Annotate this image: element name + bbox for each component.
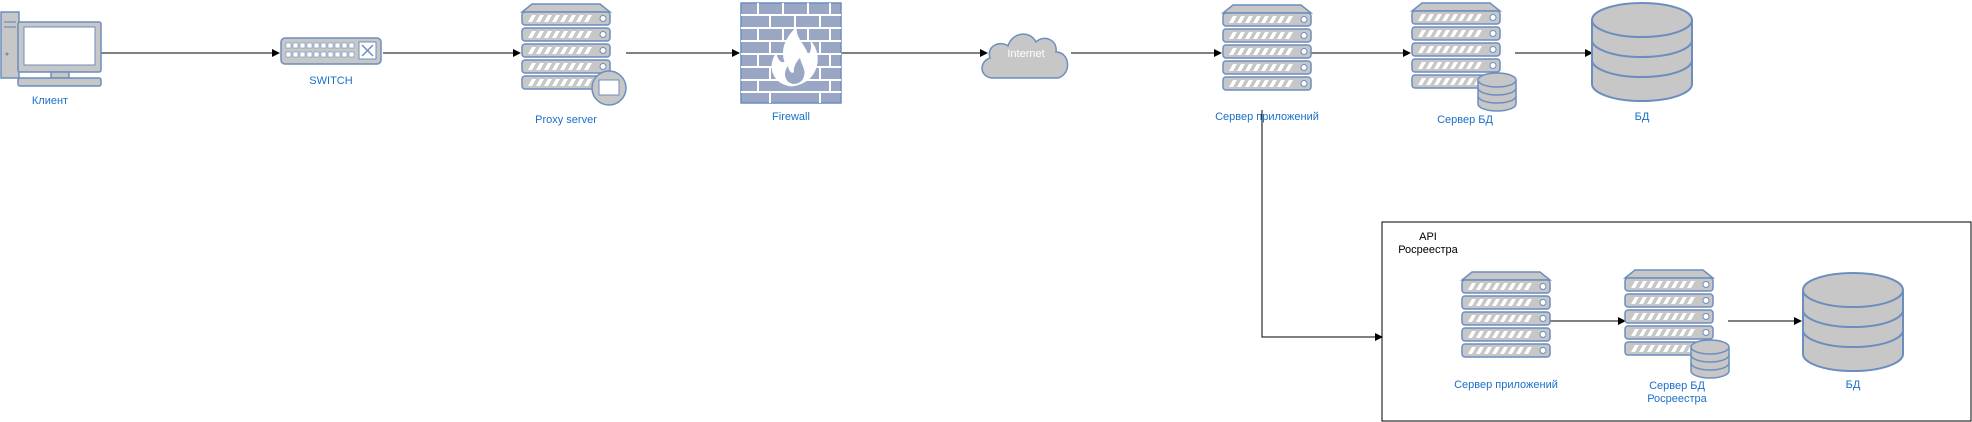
- api-group-title: API Росреестра: [1398, 231, 1458, 256]
- api-database-icon: [1802, 272, 1904, 372]
- switch-label: SWITCH: [309, 75, 353, 87]
- api-database-label: БД: [1845, 379, 1861, 391]
- database-icon: [1591, 2, 1693, 102]
- db-server-label: Сервер БД: [1437, 114, 1493, 126]
- client-label: Клиент: [31, 95, 69, 107]
- connectors: [100, 49, 1802, 341]
- internet-label: Internet: [1007, 48, 1045, 60]
- proxy-server-label: Proxy server: [535, 114, 597, 126]
- api-group-container: [1381, 221, 1972, 422]
- api-db-server-icon: [1625, 270, 1730, 379]
- firewall-label: Firewall: [772, 111, 810, 123]
- api-app-server-icon: [1462, 272, 1550, 357]
- database-label: БД: [1634, 111, 1650, 123]
- api-app-server-label: Сервер приложений: [1454, 379, 1558, 391]
- switch-icon: [280, 37, 382, 65]
- edge-appserver-api: [1261, 110, 1383, 341]
- app-server-icon: [1223, 5, 1311, 90]
- app-server-label: Сервер приложений: [1215, 111, 1319, 123]
- api-db-server-label: Сервер БД Росреестра: [1647, 380, 1707, 405]
- db-server-icon: [1412, 3, 1517, 112]
- internet-cloud-icon: [981, 33, 1069, 79]
- fire-icon: [771, 26, 818, 87]
- client-computer-icon: [0, 11, 102, 87]
- firewall-icon: [740, 2, 842, 104]
- proxy-server-icon: [522, 4, 627, 106]
